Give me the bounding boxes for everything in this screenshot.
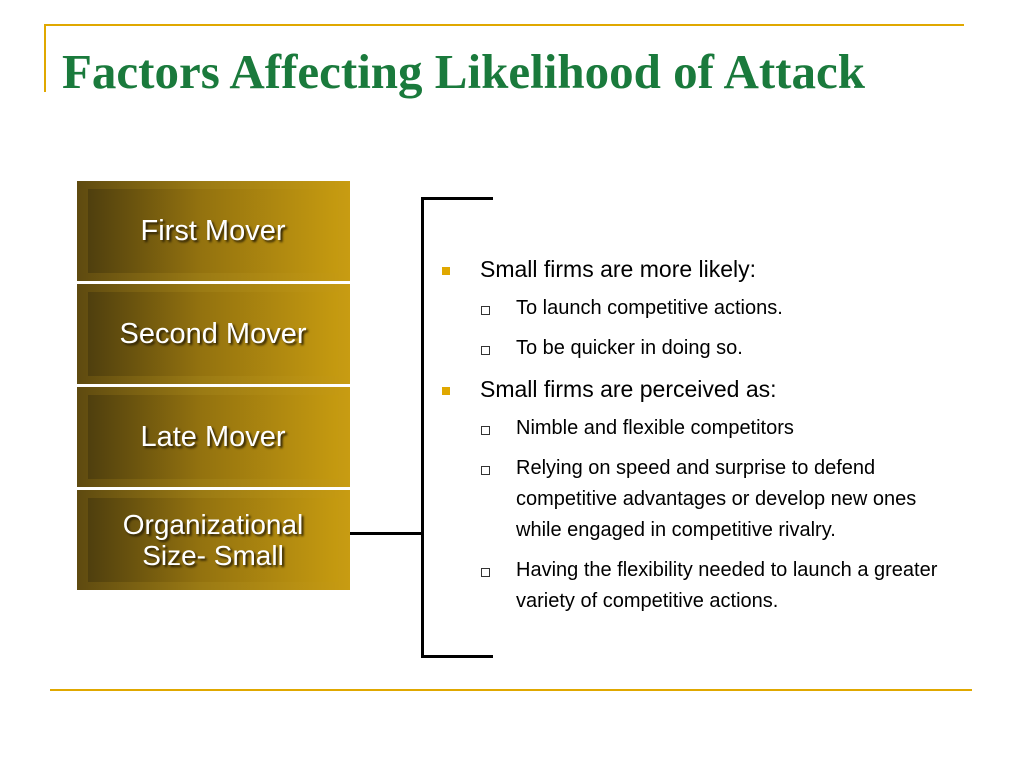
sub-bullet-text: Relying on speed and surprise to defend … (516, 457, 917, 541)
top-accent-rule (44, 24, 964, 26)
factor-box-first-mover: First Mover (77, 181, 350, 281)
bullet-item: Small firms are more likely: (440, 254, 940, 284)
factor-box-late-mover: Late Mover (77, 387, 350, 487)
square-bullet-icon (442, 267, 450, 275)
bullet-item: Small firms are perceived as: (440, 374, 940, 404)
square-bullet-icon (442, 387, 450, 395)
sub-bullet-item: To launch competitive actions. (440, 293, 940, 324)
factor-box-label: Organizational Size- Small (88, 498, 338, 582)
factor-box-label: Second Mover (88, 292, 338, 376)
sub-bullet-text: To launch competitive actions. (516, 297, 783, 319)
bullet-text: Small firms are more likely: (480, 256, 757, 282)
sub-bullet-text: To be quicker in doing so. (516, 337, 743, 359)
factor-box-label: Late Mover (88, 395, 338, 479)
factor-box-organizational-size-small: Organizational Size- Small (77, 490, 350, 590)
sub-bullet-text: Nimble and flexible competitors (516, 417, 794, 439)
slide-title: Factors Affecting Likelihood of Attack (62, 44, 865, 99)
hollow-square-bullet-icon (481, 426, 490, 435)
hollow-square-bullet-icon (481, 466, 490, 475)
hollow-square-bullet-icon (481, 306, 490, 315)
sub-bullet-item: Having the flexibility needed to launch … (440, 555, 940, 617)
sub-bullet-item: Nimble and flexible competitors (440, 413, 940, 444)
hollow-square-bullet-icon (481, 346, 490, 355)
bottom-accent-rule (50, 689, 972, 691)
factor-box-second-mover: Second Mover (77, 284, 350, 384)
connector-line (350, 532, 424, 535)
sub-bullet-item: Relying on speed and surprise to defend … (440, 453, 940, 546)
sub-bullet-item: To be quicker in doing so. (440, 333, 940, 364)
bullet-list: Small firms are more likely: To launch c… (440, 254, 940, 617)
hollow-square-bullet-icon (481, 568, 490, 577)
bullet-text: Small firms are perceived as: (480, 376, 777, 402)
left-accent-rule (44, 24, 46, 92)
factor-boxes: First Mover Second Mover Late Mover Orga… (77, 181, 350, 593)
sub-bullet-text: Having the flexibility needed to launch … (516, 559, 938, 612)
factor-box-label: First Mover (88, 189, 338, 273)
bracket (421, 197, 493, 658)
